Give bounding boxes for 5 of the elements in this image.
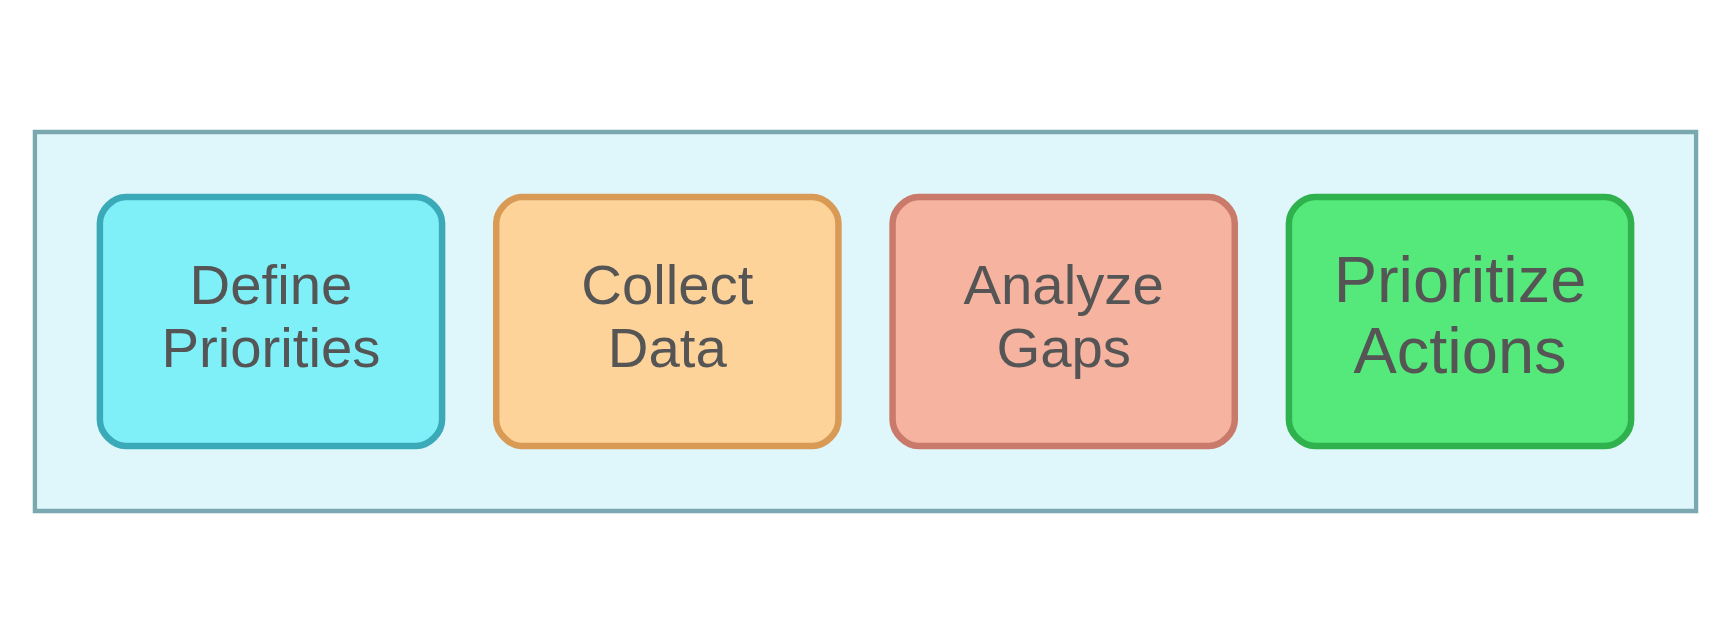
node-box: Analyze Gaps (889, 193, 1238, 450)
node-box: Define Priorities (96, 193, 446, 450)
node-box: Prioritize Actions (1285, 193, 1635, 450)
cluster (32, 129, 1699, 514)
node-box: Collect Data (493, 193, 842, 450)
